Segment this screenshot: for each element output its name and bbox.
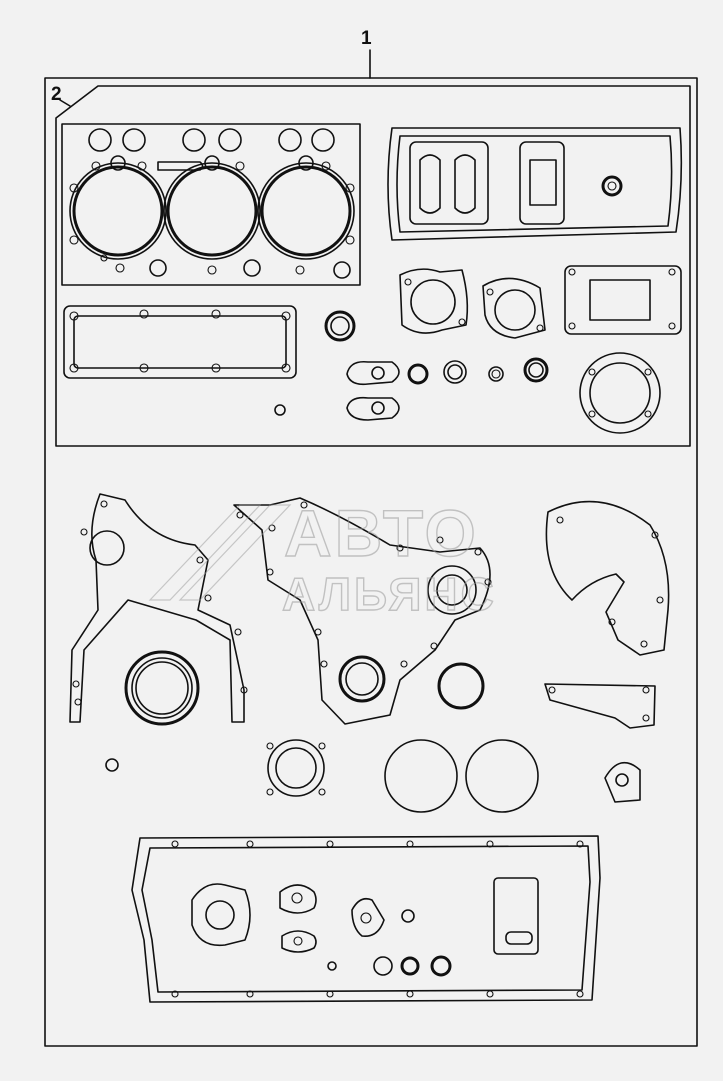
front-plate-gasket-left [69, 493, 248, 723]
kit-outer-frame [44, 77, 698, 1047]
timing-case-gasket [233, 497, 492, 725]
cylinder-head-gasket [61, 123, 361, 286]
rocker-cover-gasket [387, 127, 683, 241]
oil-sump-gasket [131, 835, 601, 1003]
head-set-seals [274, 310, 661, 434]
watermark-line-1: АВТО [284, 496, 479, 570]
watermark: АВТО АЛЬЯНС [148, 495, 497, 621]
callout-2-leader [59, 99, 71, 107]
crankshaft-seals [105, 650, 539, 813]
front-cover-gasket-right [545, 500, 670, 656]
callout-1-label: 1 [361, 28, 372, 49]
callout-2-label: 2 [51, 84, 62, 105]
watermark-line-2: АЛЬЯНС [282, 568, 497, 620]
side-cover-gasket [63, 305, 297, 379]
pump-gaskets-right [544, 683, 656, 803]
cylinder-head-set-frame [55, 85, 691, 447]
exhaust-flange-gaskets [399, 265, 682, 339]
